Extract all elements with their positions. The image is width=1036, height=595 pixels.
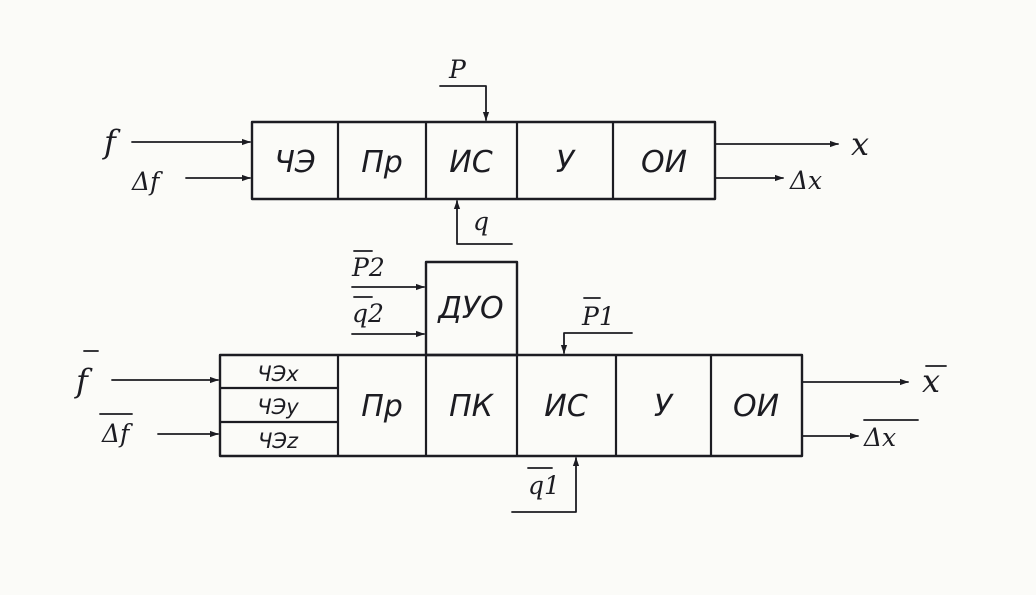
top-block-converter: Пр	[361, 145, 403, 180]
bottom-input-delta-f: Δf	[101, 419, 133, 448]
bottom-block-amplifier: У	[654, 389, 674, 424]
aux-block-label: ДУО	[436, 291, 503, 326]
bottom-block-output-indicator: ОИ	[733, 389, 779, 424]
top-block-output-indicator: ОИ	[641, 145, 687, 180]
top-disturbance-p: P	[448, 55, 467, 84]
bottom-block-converter: Пр	[361, 389, 403, 424]
top-output-x: x	[851, 125, 869, 163]
auxiliary-unit: ДУО P2 q2	[351, 250, 519, 357]
bottom-chain: ЧЭx ЧЭy ЧЭz Пр ПК ИС У ОИ f Δf x Δx P1 q…	[74, 297, 947, 513]
bottom-block-actuator-source: ИС	[544, 389, 587, 424]
bottom-chain-frame	[218, 353, 804, 458]
bottom-block-computing-unit: ПК	[449, 389, 495, 424]
top-input-delta-f: Δf	[131, 167, 163, 196]
bottom-output-delta-x: Δx	[863, 423, 896, 452]
bottom-sensor-z: ЧЭz	[258, 429, 299, 453]
aux-input-q2: q2	[352, 299, 384, 328]
bottom-sensor-y: ЧЭy	[257, 395, 299, 419]
aux-input-p2: P2	[351, 253, 385, 282]
top-control-q: q	[473, 207, 489, 236]
top-block-amplifier: У	[556, 145, 576, 180]
top-block-actuator-source: ИС	[449, 145, 492, 180]
bottom-control-q1: q1	[528, 471, 560, 500]
top-chain-frame	[250, 120, 717, 201]
bottom-output-x: x	[922, 362, 940, 400]
bottom-sensor-x: ЧЭx	[257, 362, 299, 386]
top-block-sensing: ЧЭ	[274, 145, 316, 180]
bottom-disturbance-p1: P1	[581, 302, 615, 331]
top-output-delta-x: Δx	[789, 166, 822, 195]
